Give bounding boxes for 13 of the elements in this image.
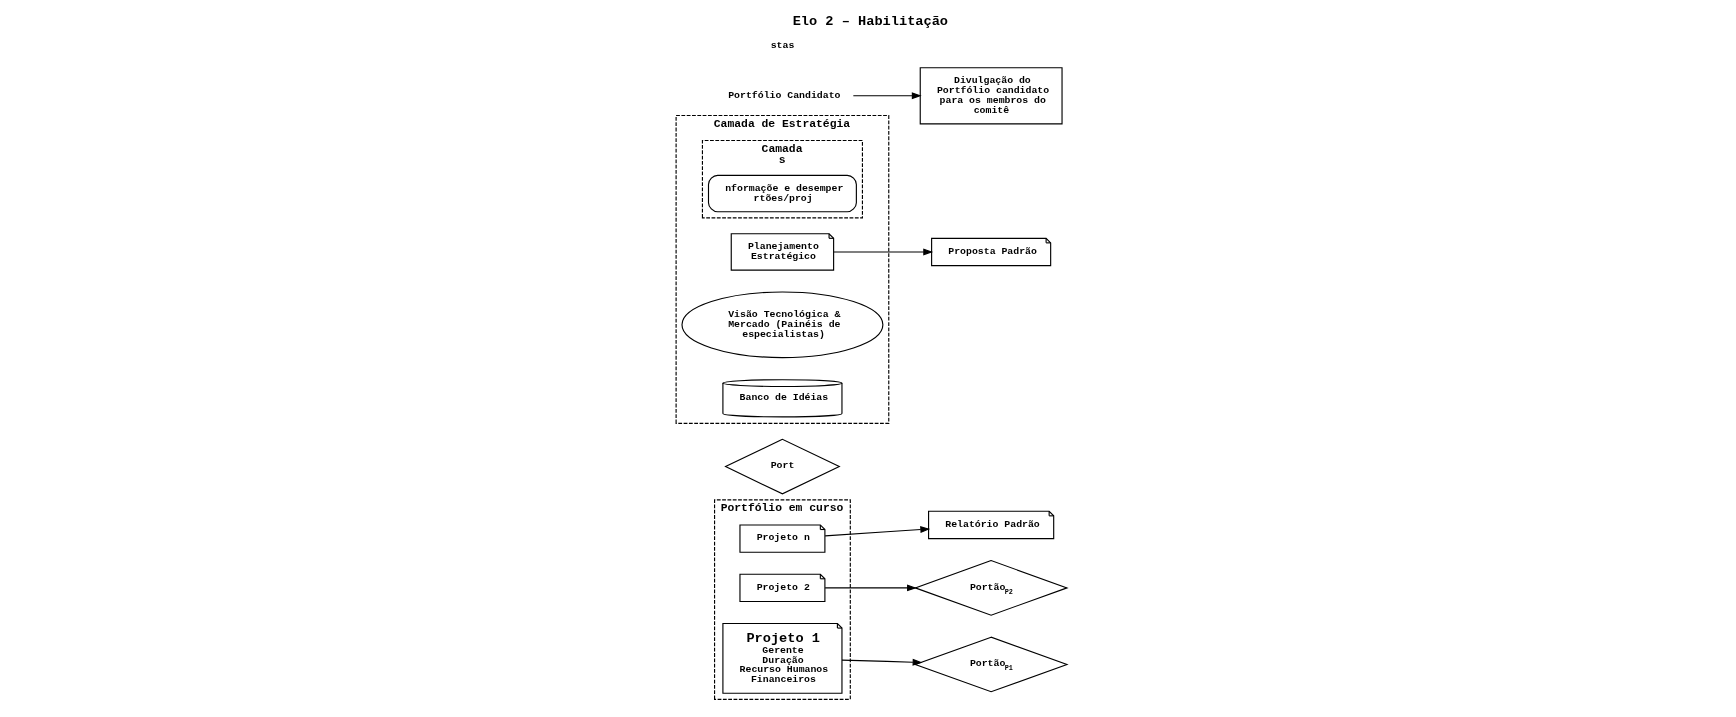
node-diamond: Port (723, 438, 841, 495)
arrow (852, 92, 922, 100)
node-box: Divulgação do Portfólio candidato para os membros do comitê (919, 67, 1063, 125)
arrow (824, 526, 930, 537)
arrow (824, 584, 917, 592)
node-box: nformaçõe e desemper rtões/proj (707, 174, 857, 213)
node-ellipse: Visão Tecnológica & Mercado (Painéis de especialistas) (680, 291, 883, 359)
diagram-title: Elo 2 – Habilitação (792, 13, 948, 29)
arrow (832, 248, 933, 256)
arrow (840, 658, 922, 666)
node-diamond: Portão$_{P2}$ (913, 559, 1069, 616)
label: stas (770, 40, 794, 52)
node-text: Portfólio Candidato (727, 89, 840, 101)
